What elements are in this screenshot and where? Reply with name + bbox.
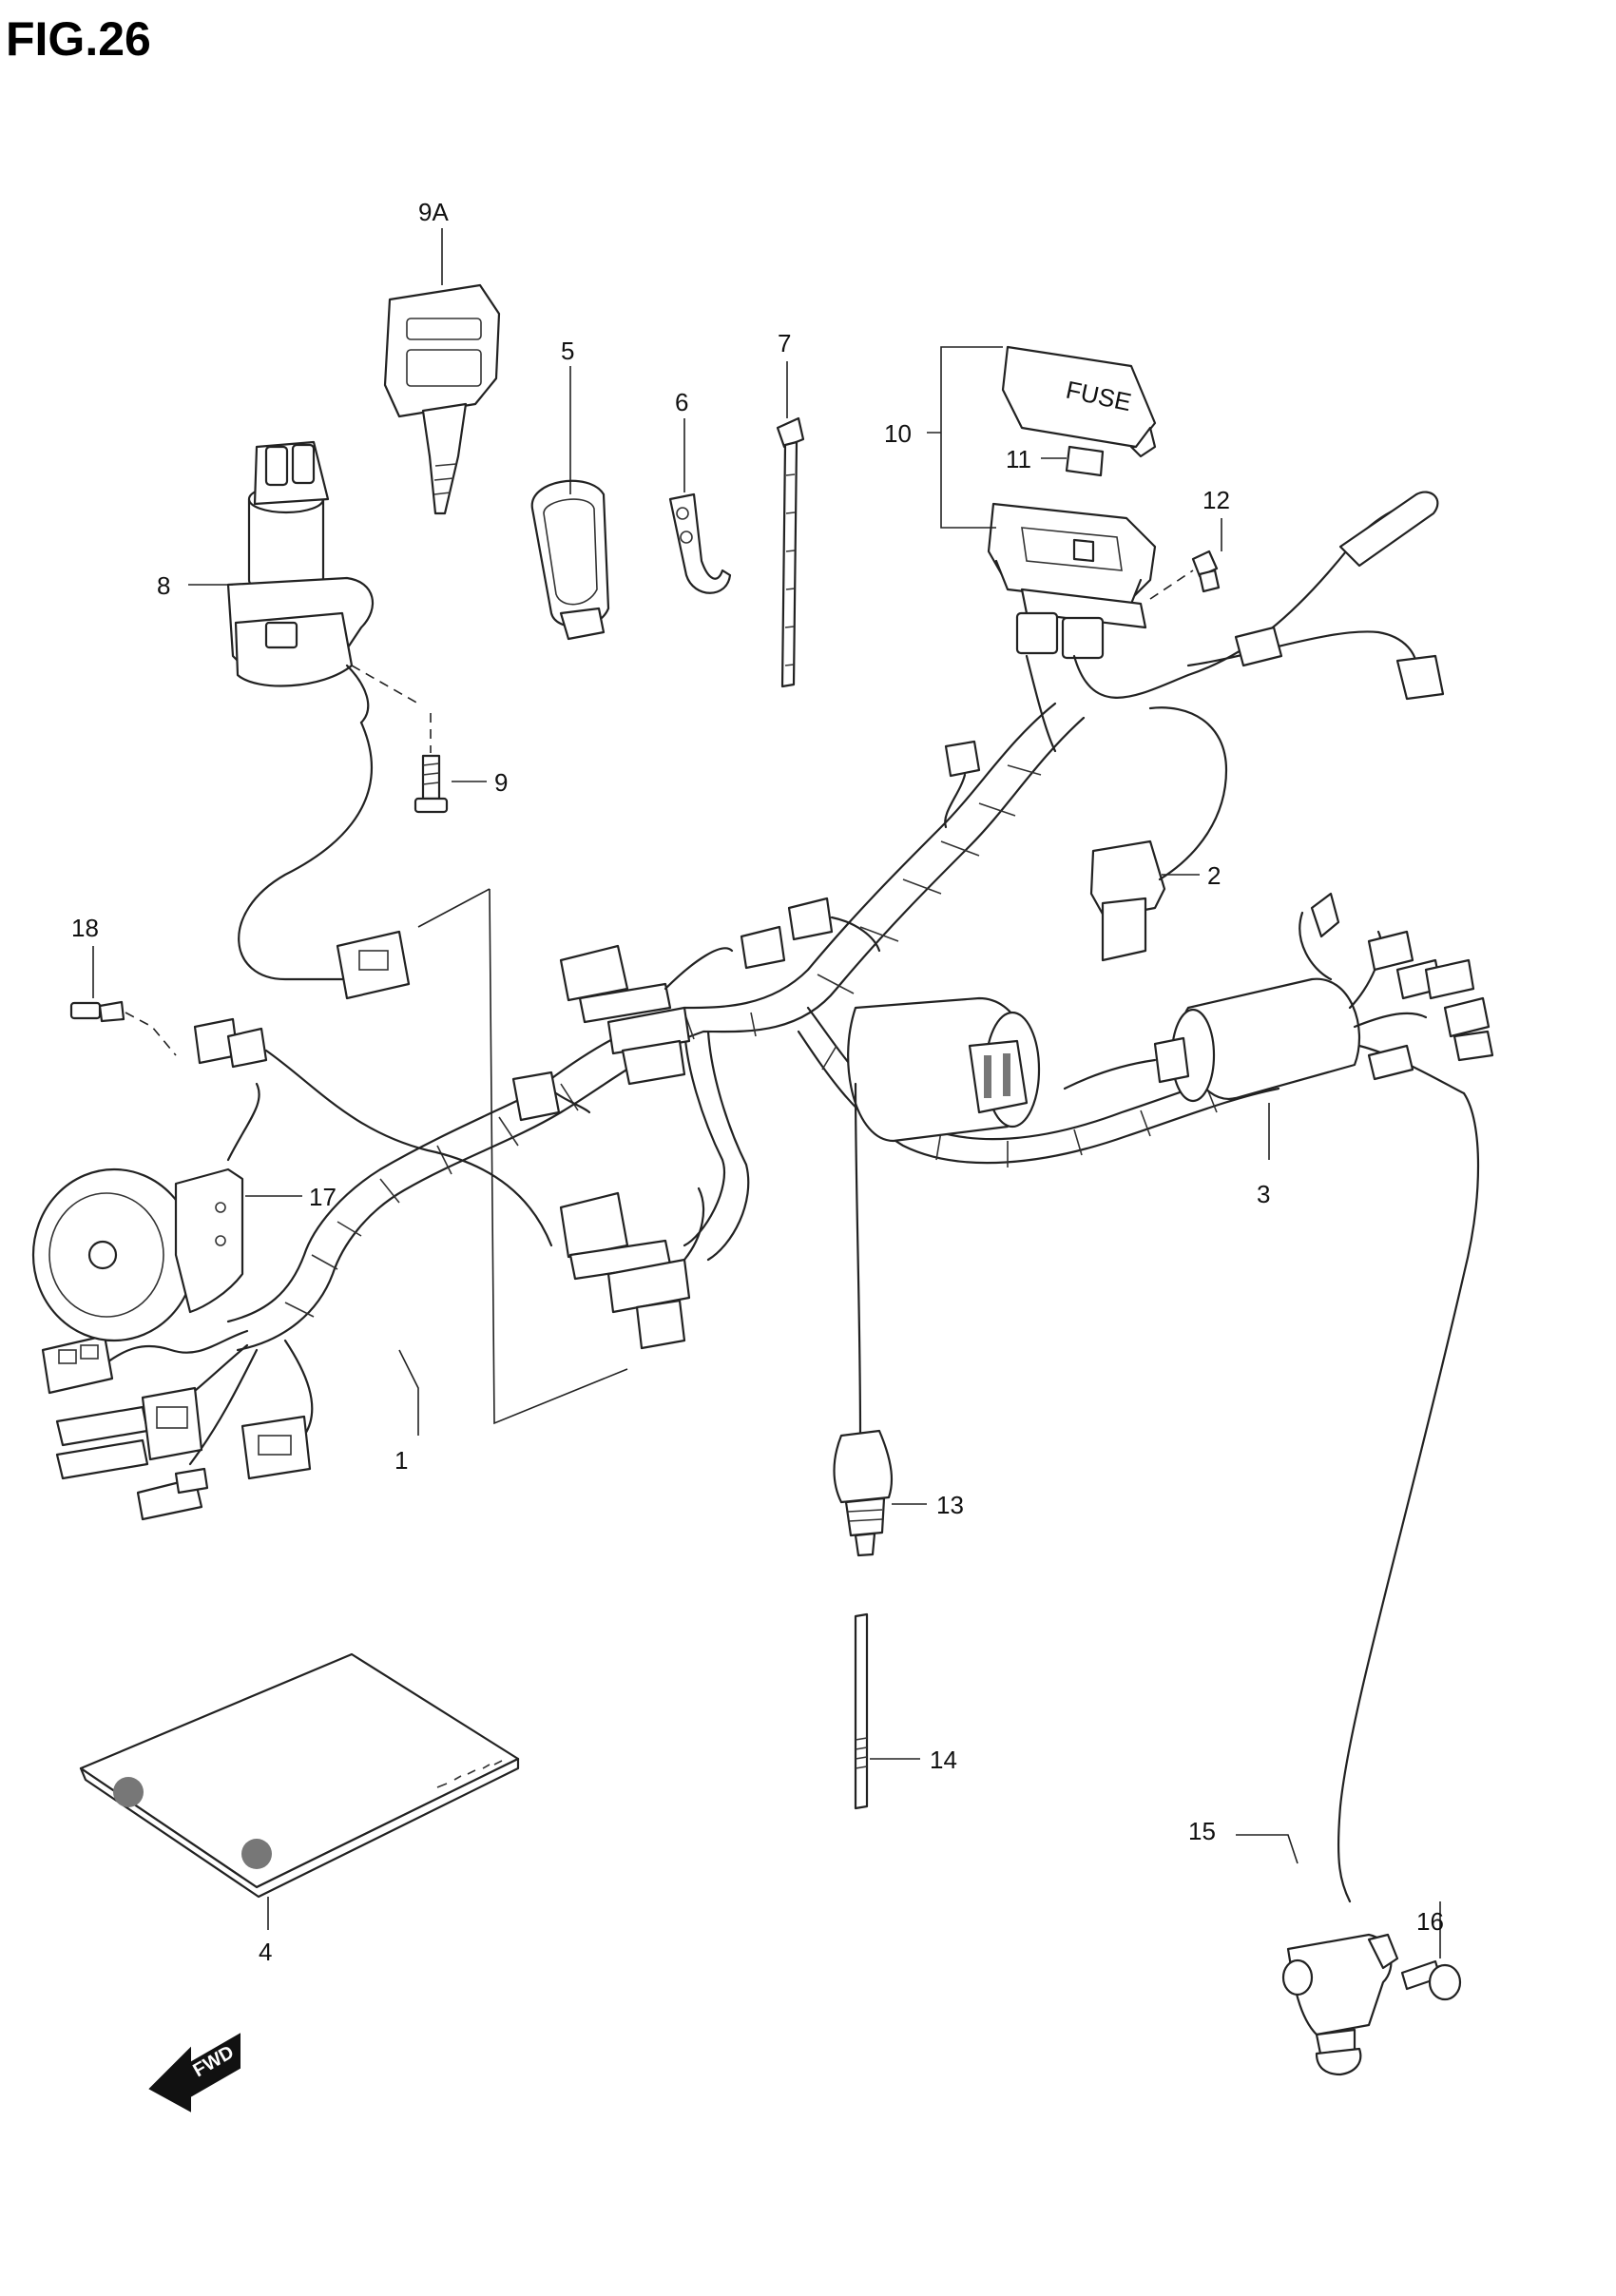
callout-10: 10 bbox=[884, 419, 912, 448]
callout-13: 13 bbox=[936, 1491, 964, 1519]
part-1-wiring-harness bbox=[41, 702, 1280, 1521]
part-2-relay bbox=[1089, 706, 1228, 962]
part-17-horn bbox=[31, 1017, 553, 1342]
callout-18: 18 bbox=[71, 914, 99, 942]
callout-2: 2 bbox=[1207, 861, 1221, 890]
fuse-box-wires bbox=[1025, 491, 1445, 753]
part-9-bolt bbox=[414, 713, 449, 814]
part-11-fuse bbox=[1065, 445, 1105, 477]
ignition-switch-cable bbox=[238, 721, 373, 981]
part-4-wiring-diagram-sheet bbox=[79, 1652, 520, 1899]
ignition-switch-connector bbox=[336, 930, 411, 1000]
figure-title: FIG.26 bbox=[6, 12, 151, 66]
callout-3: 3 bbox=[1257, 1180, 1270, 1208]
callout-5: 5 bbox=[561, 337, 574, 365]
part-12-screw bbox=[1149, 550, 1221, 600]
callout-6: 6 bbox=[675, 388, 688, 416]
callout-labels: 9A 5 6 7 8 9 10 11 12 2 3 1 13 14 15 16 … bbox=[71, 198, 1444, 1966]
part-3-ignition-coil-front bbox=[847, 996, 1041, 1143]
part-16-screw bbox=[1400, 1959, 1462, 2001]
callout-11: 11 bbox=[1006, 445, 1031, 473]
harness-reference-frame bbox=[417, 888, 628, 1425]
callout-17: 17 bbox=[309, 1183, 337, 1211]
callout-9: 9 bbox=[494, 768, 508, 797]
callout-16: 16 bbox=[1416, 1907, 1444, 1936]
part-6-clamp bbox=[668, 492, 732, 594]
callout-14: 14 bbox=[930, 1746, 957, 1774]
callout-9a: 9A bbox=[418, 198, 449, 226]
part-8-ignition-switch bbox=[226, 440, 419, 724]
part-10-fuse-box: FUSE bbox=[987, 345, 1157, 660]
callout-4: 4 bbox=[259, 1938, 272, 1966]
part-3-ignition-coil-rear bbox=[1063, 892, 1494, 1103]
leader-lines bbox=[92, 228, 1441, 1958]
callout-15: 15 bbox=[1188, 1817, 1216, 1845]
part-7-cable-tie bbox=[776, 416, 805, 688]
part-5-cover bbox=[530, 479, 610, 641]
forward-direction-arrow: FWD bbox=[148, 2033, 240, 2113]
part-13-switch bbox=[833, 1082, 894, 1557]
callout-1: 1 bbox=[394, 1446, 408, 1475]
part-14-o-ring bbox=[854, 1612, 869, 1810]
callout-12: 12 bbox=[1202, 486, 1230, 514]
callout-8: 8 bbox=[157, 571, 170, 600]
part-9a-ignition-key bbox=[383, 283, 501, 515]
part-15-switch bbox=[1281, 1091, 1480, 2076]
callout-7: 7 bbox=[778, 329, 791, 357]
part-18-bolt bbox=[69, 1000, 177, 1056]
